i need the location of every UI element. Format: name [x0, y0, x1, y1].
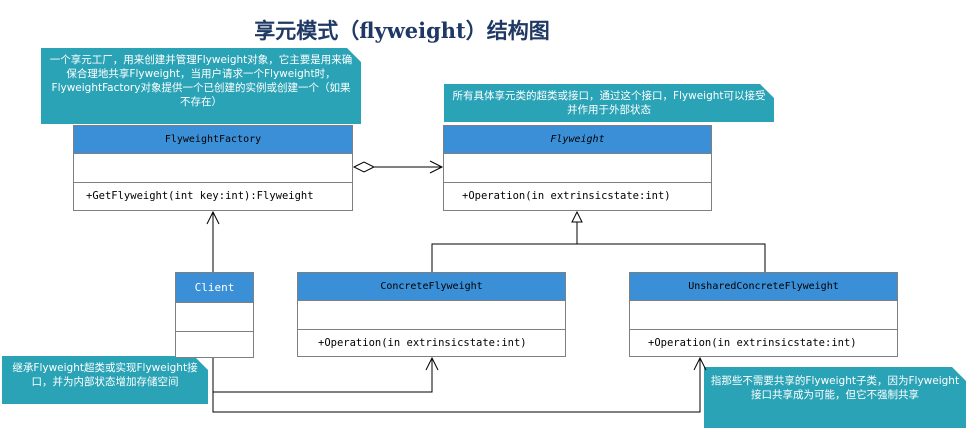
class-attributes [176, 303, 253, 332]
note-flyweight: 所有具体享元类的超类或接口，通过这个接口，Flyweight可以接受并作用于外部… [444, 84, 774, 122]
class-attributes [444, 154, 711, 183]
class-operation: +Operation(in extrinsicstate:int) [462, 190, 671, 202]
class-unshared-concrete-flyweight[interactable]: UnsharedConcreteFlyweight +Operation(in … [629, 272, 898, 357]
class-flyweight[interactable]: Flyweight +Operation(in extrinsicstate:i… [443, 125, 712, 211]
client-factory-association [206, 210, 220, 272]
client-concrete-association [212, 356, 439, 393]
class-attributes [74, 154, 352, 183]
class-name: Flyweight [444, 126, 711, 154]
class-operation: +GetFlyweight(int key:int):Flyweight [86, 190, 314, 202]
class-name: ConcreteFlyweight [298, 273, 565, 301]
class-concrete-flyweight[interactable]: ConcreteFlyweight +Operation(in extrinsi… [297, 272, 566, 357]
class-attributes [298, 301, 565, 330]
class-name: FlyweightFactory [74, 126, 352, 154]
note-concrete: 继承Flyweight超类或实现Flyweight接口，并为内部状态增加存储空间 [2, 356, 208, 404]
client-unshared-association [212, 356, 707, 413]
note-unshared: 指那些不需要共享的Flyweight子类，因为Flyweight接口共享成为可能… [704, 367, 966, 428]
class-name: UnsharedConcreteFlyweight [630, 273, 897, 301]
diagram-title: 享元模式（flyweight）结构图 [254, 18, 550, 43]
note-factory: 一个享元工厂，用来创建并管理Flyweight对象，它主要是用来确保合理地共享F… [41, 48, 361, 124]
class-client[interactable]: Client [175, 272, 254, 358]
class-operation: +Operation(in extrinsicstate:int) [648, 337, 857, 349]
class-name: Client [176, 273, 253, 303]
class-operation: +Operation(in extrinsicstate:int) [318, 337, 527, 349]
aggregation-connector [352, 160, 444, 174]
class-attributes [630, 301, 897, 330]
class-flyweight-factory[interactable]: FlyweightFactory +GetFlyweight(int key:i… [73, 125, 353, 211]
inheritance-connector [431, 210, 766, 272]
